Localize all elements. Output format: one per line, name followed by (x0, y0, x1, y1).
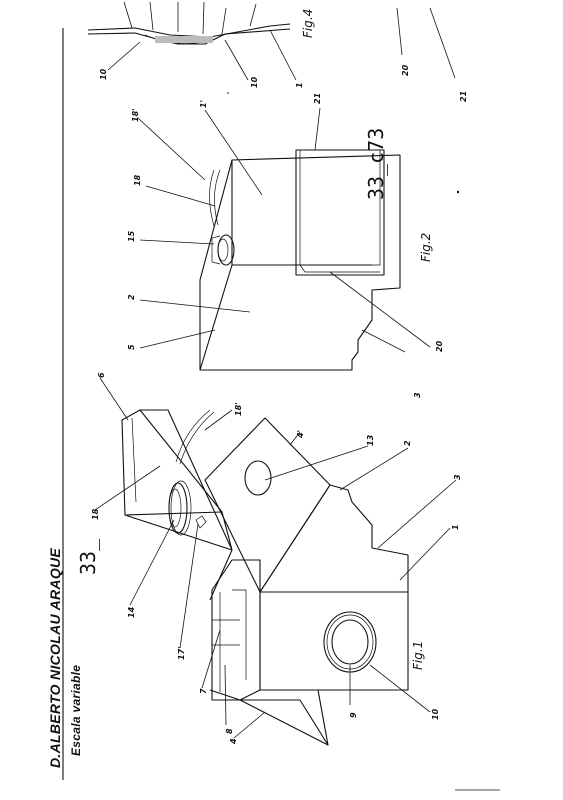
fig4-callout-1: 1 (295, 82, 304, 88)
speck-mark-2 (227, 92, 229, 94)
fig2-callout-5: 5 (127, 344, 136, 350)
fig2-callout-1prime: 1' (199, 100, 208, 108)
fig4-callout-10b: 10 (250, 76, 259, 88)
fig1-box-drawing (94, 377, 457, 746)
fig2-callout-21: 21 (313, 93, 322, 104)
fig1-callout-18: 18 (91, 508, 100, 520)
fig4-callout-10a: 10 (99, 68, 108, 80)
fig1-callout-17prime: 17' (177, 646, 186, 660)
fig2-callout-20: 20 (435, 340, 444, 352)
fig1-callout-3: 3 (453, 474, 462, 480)
fig2-box-drawing (137, 107, 431, 371)
fig2-callout-2: 2 (127, 294, 136, 300)
fig1-callout-14: 14 (127, 606, 136, 618)
fig1-callout-9: 9 (349, 712, 358, 718)
fig1-label: Fig.1 (411, 641, 425, 670)
author-name: D.ALBERTO NICOLAU ARAQUE (47, 548, 63, 768)
fig4-detail (87, 1, 456, 81)
speck-mark (456, 190, 460, 194)
fig4-label: Fig.4 (301, 9, 315, 38)
fig4-callout-21: 21 (459, 91, 468, 102)
fig1-callout-2: 2 (403, 440, 412, 446)
fig1-callout-4prime: 4' (296, 430, 305, 439)
fig1-callout-18prime: 18' (234, 402, 243, 416)
fig1-callout-8: 8 (225, 728, 234, 734)
scale-label: Escala variable (69, 665, 83, 756)
fig2-callout-18: 18 (133, 174, 142, 186)
fig1-callout-7: 7 (199, 688, 208, 694)
fig2-label: Fig.2 (419, 233, 433, 262)
fig2-callout-3: 3 (413, 392, 422, 398)
fig1-callout-1: 1 (451, 524, 460, 530)
faint-doc-number: 33_ (76, 538, 100, 575)
fig2-callout-15: 15 (127, 230, 136, 242)
fig1-callout-6: 6 (97, 372, 106, 378)
fig4-callout-20: 20 (401, 64, 410, 76)
fig2-callout-18prime: 18' (131, 108, 140, 122)
fig1-callout-13: 13 (366, 434, 375, 446)
fig1-callout-10: 10 (431, 708, 440, 720)
fig1-callout-4: 4 (229, 738, 238, 745)
